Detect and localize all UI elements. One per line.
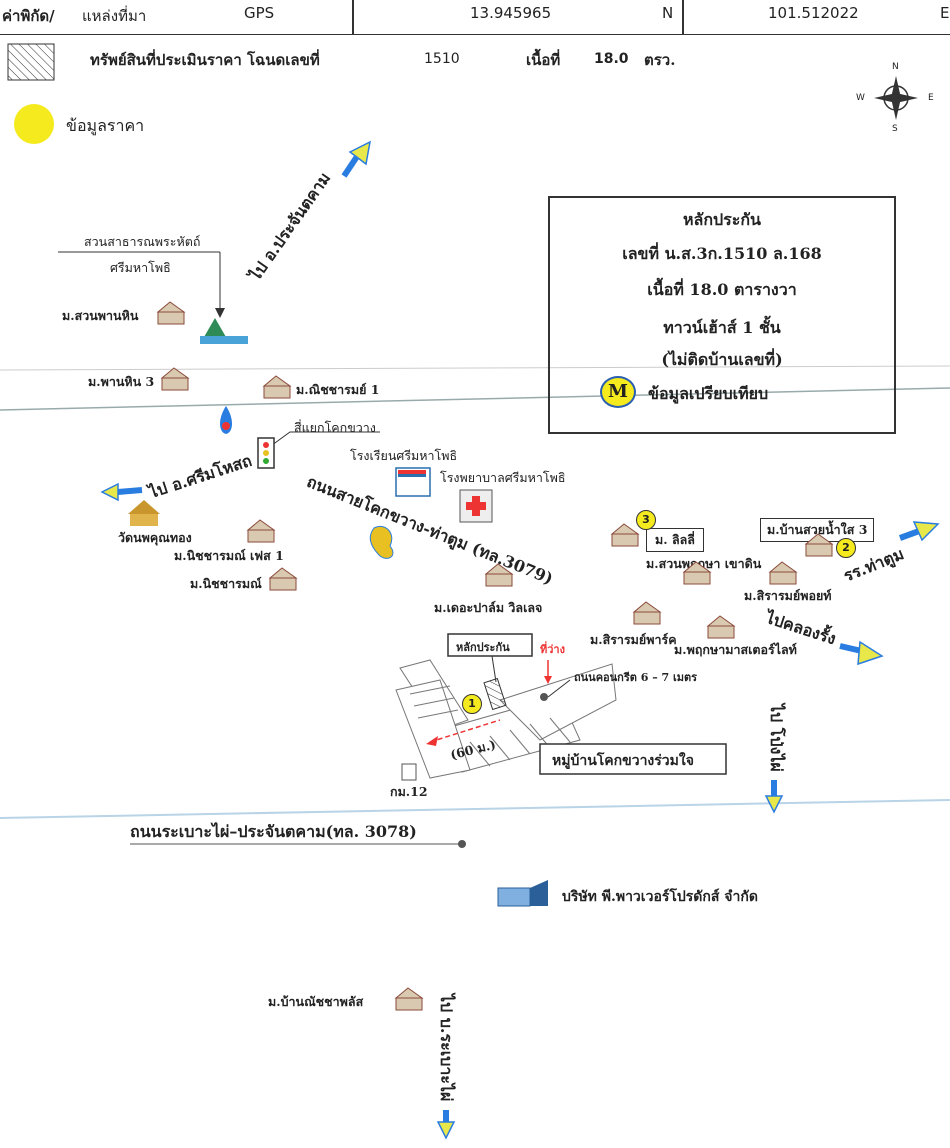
legend-asset-label: ทรัพย์สินที่ประเมินราคา โฉนดเลขที่: [90, 51, 320, 69]
label-school: โรงเรียนศรีมหาโพธิ: [350, 448, 458, 463]
info-area: เนื้อที่ 18.0 ตารางวา: [647, 280, 797, 299]
label-park-2: ศรีมหาโพธิ: [110, 260, 171, 275]
label-sirarom-point: ม.สิรารมย์พอยท์: [744, 588, 832, 603]
label-lilly: ม. ลิลลี่: [646, 528, 704, 552]
road-highway-3078: ถนนระเบาะไผ่–ประจันตคาม(ทล. 3078): [130, 822, 417, 841]
legend-area-label: เนื้อที่: [526, 51, 561, 69]
label-nitcharom-1: ม.ณิชชารมย์ 1: [296, 382, 380, 397]
legend-price-label: ข้อมูลราคา: [66, 116, 145, 135]
label-nitcha-plus: ม.บ้านณัชชาพลัส: [268, 994, 364, 1009]
label-hospital: โรงพยาบาลศรีมหาโพธิ: [440, 470, 566, 485]
arrow-to-si-mahosot-icon: [100, 482, 143, 502]
marker-1: 1: [462, 694, 482, 714]
label-suan-pruksa: ม.สวนพฤกษา เขาดิน: [646, 556, 762, 571]
legend-deed-no: 1510: [424, 51, 460, 67]
hospital-icon: [459, 489, 493, 523]
longitude-dir: E: [940, 4, 950, 22]
label-nitcharom: ม.นิชชารมณ์: [190, 576, 262, 591]
compass-icon: [874, 76, 918, 120]
road-to-nong-yai: ไป โป่งไผ่: [767, 704, 786, 772]
legend-hatch-icon: [7, 43, 55, 81]
label-nitcharom-phase1: ม.นิชชารมณ์ เฟส 1: [174, 548, 284, 563]
collateral-info-box: หลักประกัน เลขที่ น.ส.3ก.1510 ล.168 เนื้…: [548, 196, 896, 434]
factory-icon: [497, 880, 548, 907]
thailand-map-icon: [369, 526, 394, 559]
road-to-rabao-phai: ไป บ.ระเบาะไผ่: [437, 994, 456, 1102]
main-road-line: [0, 387, 950, 411]
longitude-value: 101.512022: [768, 4, 859, 22]
arrow-to-khlong-rang-icon: [839, 640, 884, 666]
coordinate-header: ค่าพิกัด/ แหล่งที่มา GPS 13.945965 N 101…: [0, 0, 950, 35]
arrow-to-tha-tum-icon: [898, 521, 940, 542]
legend-area-unit: ตรว.: [644, 51, 676, 69]
collateral-tag-box: [447, 633, 533, 657]
label-suay-nam-sai: ม.บ้านสวยน้ำใส 3: [760, 518, 875, 542]
label-phan-hin-3: ม.พานหิน 3: [88, 374, 155, 389]
m-marker-icon: M: [600, 376, 636, 408]
latitude-value: 13.945965: [470, 4, 552, 22]
label-vacant: ที่ว่าง: [540, 643, 565, 656]
collateral-plot-hatch: [483, 677, 507, 711]
school-icon: [395, 467, 431, 497]
latitude-dir: N: [662, 4, 674, 22]
label-village: หมู่บ้านโคกขวางร่วมใจ: [552, 753, 694, 769]
label-km: กม.12: [390, 784, 428, 799]
label-collateral-tag: หลักประกัน: [456, 641, 510, 654]
townhouse-plot: [395, 659, 617, 779]
info-no-address: (ไม่ติดบ้านเลขที่): [661, 350, 783, 369]
label-concrete-road: ถนนคอนกรีต 6 – 7 เมตร: [574, 671, 698, 684]
arrow-to-nong-yai-icon: [764, 780, 784, 814]
compass-s: S: [892, 124, 898, 134]
temple-icon: [128, 500, 160, 526]
compass-n: N: [892, 62, 899, 72]
label-temple: วัดนพคุณทอง: [118, 530, 192, 545]
label-company: บริษัท พี.พาวเวอร์โปรดักส์ จำกัด: [562, 889, 758, 905]
coord-label: ค่าพิกัด/: [2, 7, 55, 25]
label-suan-phan-hin: ม.สวนพานหิน: [62, 308, 139, 323]
compass-w: W: [856, 93, 865, 103]
price-marker-icon: [14, 104, 54, 144]
source-value: GPS: [244, 4, 275, 22]
label-sirarom-park: ม.สิรารมย์พาร์ค: [590, 632, 677, 647]
label-pruksa-master: ม.พฤกษามาสเตอร์ไลท์: [674, 642, 797, 657]
info-title: หลักประกัน: [682, 210, 761, 229]
info-type: ทาวน์เฮ้าส์ 1 ชั้น: [663, 318, 781, 337]
highway-line: [0, 799, 950, 819]
km-marker-icon: [401, 763, 417, 781]
label-intersection: สี่แยกโคกขวาง: [294, 420, 376, 435]
info-compare-label: ข้อมูลเปรียบเทียบ: [648, 384, 769, 403]
arrow-to-rabao-phai-icon: [436, 1110, 456, 1140]
compass-e: E: [928, 93, 934, 103]
legend-area-value: 18.0: [594, 51, 629, 67]
source-label: แหล่งที่มา: [82, 7, 147, 25]
tree-icon: [200, 318, 248, 344]
marker-2: 2: [836, 538, 856, 558]
label-the-palm: ม.เดอะปาล์ม วิลเลจ: [434, 600, 543, 615]
info-deed: เลขที่ น.ส.3ก.1510 ล.168: [622, 244, 822, 263]
marker-3: 3: [636, 510, 656, 530]
arrow-to-prachantakham-icon: [341, 140, 372, 178]
label-park: สวนสาธารณพระหัตถ์: [84, 234, 201, 249]
